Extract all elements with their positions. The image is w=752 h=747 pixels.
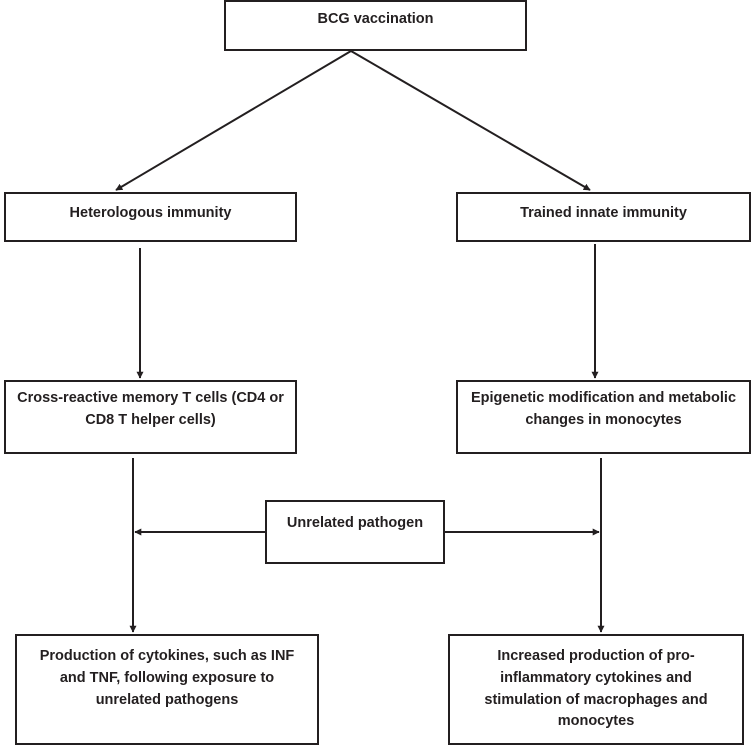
- node-bcg-vaccination-label: BCG vaccination: [317, 11, 434, 27]
- node-cross-reactive-memory-t-cells: Cross-reactive memory T cells (CD4 or CD…: [4, 380, 297, 454]
- arrow-bcg-to-heterologous: [115, 50, 352, 191]
- node-unrelated-pathogen-label: Unrelated pathogen: [286, 515, 424, 531]
- node-trained-innate-immunity: Trained innate immunity: [456, 192, 751, 242]
- node-unrelated-pathogen: Unrelated pathogen: [265, 500, 445, 564]
- node-trained-innate-immunity-label: Trained innate immunity: [520, 205, 687, 221]
- node-cross-reactive-memory-t-cells-label: Cross-reactive memory T cells (CD4 or CD…: [17, 390, 284, 428]
- node-epigenetic-modification: Epigenetic modification and metabolic ch…: [456, 380, 751, 454]
- node-production-of-cytokines: Production of cytokines, such as INF and…: [15, 634, 319, 745]
- node-production-of-cytokines-label: Production of cytokines, such as INF and…: [39, 648, 295, 708]
- node-epigenetic-modification-label: Epigenetic modification and metabolic ch…: [470, 390, 737, 428]
- node-bcg-vaccination: BCG vaccination: [224, 0, 527, 51]
- node-heterologous-immunity-label: Heterologous immunity: [69, 205, 232, 221]
- node-increased-production: Increased production of pro-inflammatory…: [448, 634, 744, 745]
- node-heterologous-immunity: Heterologous immunity: [4, 192, 297, 242]
- arrow-bcg-to-trained: [350, 50, 591, 191]
- node-increased-production-label: Increased production of pro-inflammatory…: [484, 648, 708, 730]
